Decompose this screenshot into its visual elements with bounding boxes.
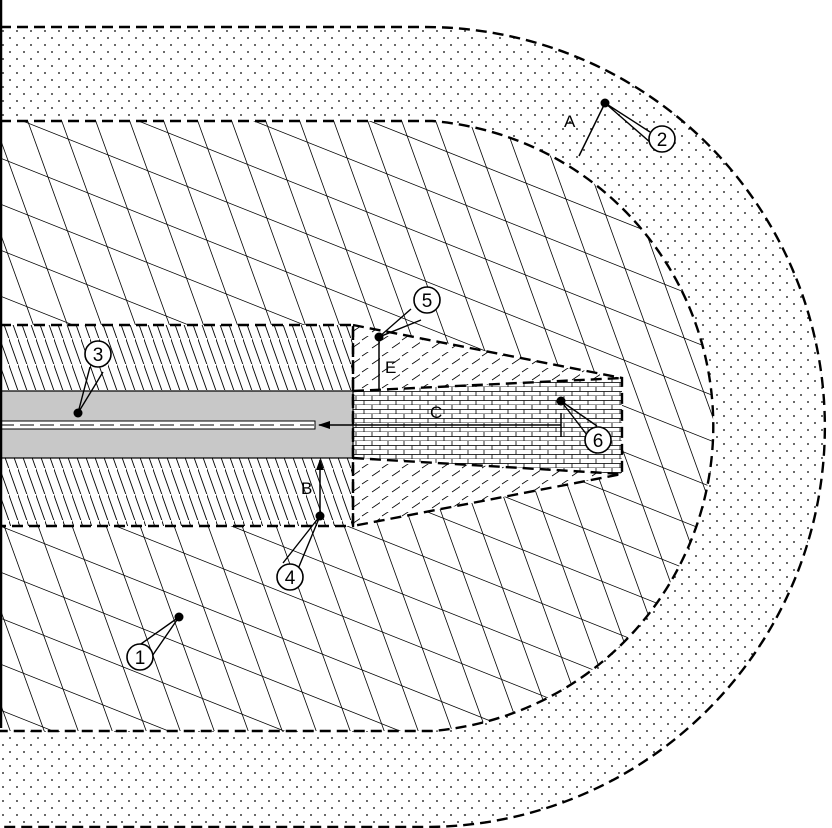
rod-slot bbox=[0, 420, 316, 430]
dimension-a-line bbox=[578, 102, 606, 157]
callout-6-leader bbox=[560, 400, 598, 436]
callout-5-bubble bbox=[413, 286, 441, 314]
callout-2-number: 2 bbox=[657, 130, 668, 151]
callout-3-dot bbox=[73, 408, 83, 418]
dimension-b-arrowhead bbox=[316, 459, 324, 470]
core-boundary bbox=[352, 376, 623, 393]
dimension-b-label: B bbox=[301, 479, 312, 498]
callout-1-dot bbox=[174, 612, 184, 622]
core-boundary-lower bbox=[352, 456, 623, 476]
callout-3-bubble bbox=[84, 340, 112, 368]
outer-boundary bbox=[0, 25, 827, 828]
core-hatch bbox=[353, 378, 622, 474]
callout-6-number: 6 bbox=[593, 431, 604, 452]
callout-5-dot bbox=[374, 332, 384, 342]
dimension-c-arrowhead bbox=[318, 421, 330, 429]
callout-1-bubble bbox=[126, 643, 154, 671]
callout-4-bubble bbox=[276, 563, 304, 591]
callout-5-number: 5 bbox=[422, 291, 433, 312]
callout-3-number: 3 bbox=[93, 345, 104, 366]
callout-1-number: 1 bbox=[135, 648, 146, 669]
callout-4-dot bbox=[315, 511, 325, 521]
callout-6-dot bbox=[556, 396, 566, 406]
callout-4-leader bbox=[282, 515, 321, 570]
callout-2-bubble bbox=[648, 125, 676, 153]
dimension-a-label: A bbox=[564, 112, 576, 131]
dimension-e-label: E bbox=[385, 358, 396, 377]
callout-5-leader bbox=[378, 308, 422, 338]
callout-6-bubble bbox=[584, 426, 612, 454]
callout-3-leader bbox=[77, 366, 104, 414]
callout-4-number: 4 bbox=[285, 568, 296, 589]
dimension-c-label: C bbox=[430, 403, 442, 422]
sleeve-boundary bbox=[0, 323, 355, 528]
callout-2-dot bbox=[600, 98, 610, 108]
inner-boundary bbox=[0, 119, 715, 733]
